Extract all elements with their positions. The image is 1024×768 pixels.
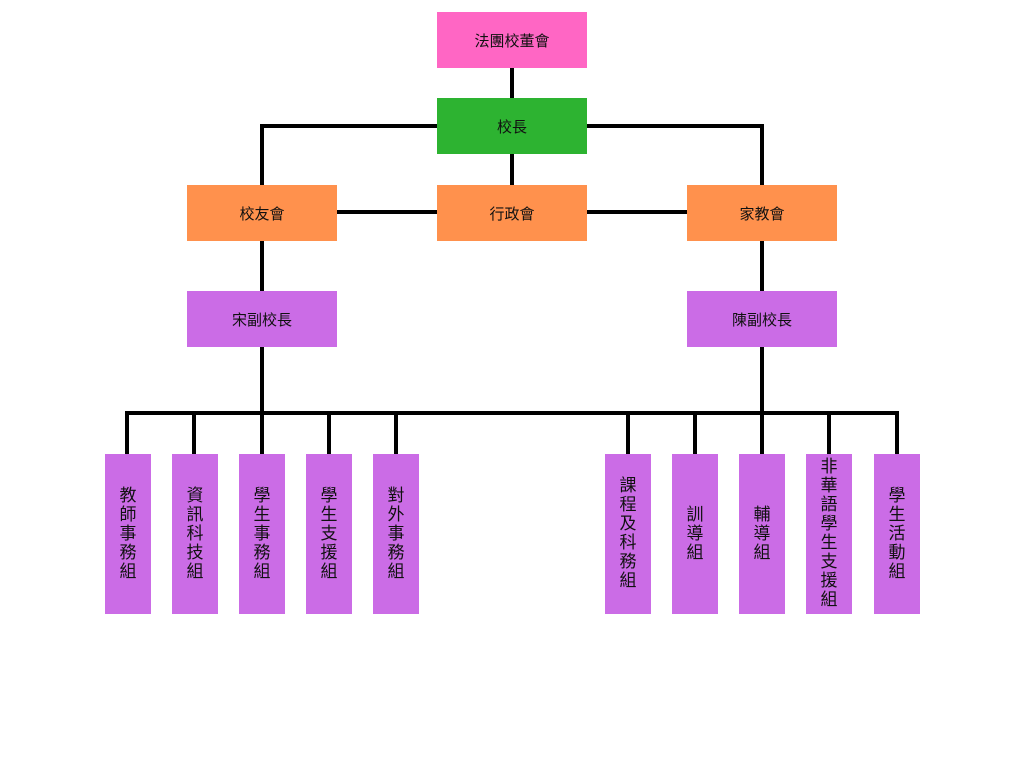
group-label-char: 組	[619, 571, 637, 591]
node-group: 學生活動組	[874, 454, 920, 614]
group-label-char: 活	[888, 523, 906, 544]
group-label-char: 務	[619, 552, 637, 572]
group-label-char: 支	[820, 552, 838, 572]
group-label-char: 援	[820, 571, 838, 591]
group-label-char: 學	[253, 485, 271, 506]
node-school-board: 法團校董會	[437, 12, 587, 68]
node-group: 資訊科技組	[172, 454, 218, 614]
group-label-char: 組	[686, 542, 704, 563]
group-label-char: 及	[619, 514, 637, 534]
node-group: 訓導組	[672, 454, 718, 614]
group-label-char: 師	[119, 504, 137, 525]
node-label: 宋副校長	[231, 310, 292, 329]
node-administrative-committee: 行政會	[437, 185, 587, 241]
group-label-char: 課	[619, 476, 637, 496]
group-label-char: 教	[119, 485, 137, 506]
group-label-char: 語	[820, 495, 838, 515]
node-vice-principal-left: 宋副校長	[187, 291, 337, 347]
group-label-char: 組	[387, 561, 405, 582]
node-parent-teacher-association: 家教會	[687, 185, 837, 241]
group-label-char: 生	[820, 533, 838, 553]
node-group: 學生支援組	[306, 454, 352, 614]
group-label-char: 對	[387, 485, 405, 506]
group-label-char: 資	[186, 485, 204, 506]
node-label: 校長	[496, 117, 527, 136]
group-label-char: 組	[320, 561, 338, 582]
node-group: 對外事務組	[373, 454, 419, 614]
group-label-char: 事	[119, 523, 137, 544]
connector-principal-alumni	[260, 124, 438, 186]
node-label: 陳副校長	[731, 310, 792, 329]
group-label-char: 導	[753, 523, 771, 544]
group-label-char: 事	[253, 523, 271, 544]
group-label-char: 事	[387, 523, 405, 544]
group-label-char: 學	[888, 485, 906, 506]
node-label: 校友會	[239, 204, 285, 223]
node-principal: 校長	[437, 98, 587, 154]
node-group: 教師事務組	[105, 454, 151, 614]
connector-principal-pta	[586, 124, 764, 186]
group-label-char: 輔	[753, 504, 771, 525]
group-label-char: 組	[253, 561, 271, 582]
group-label-char: 組	[888, 561, 906, 582]
group-label-char: 導	[686, 523, 704, 544]
group-label-char: 務	[253, 542, 271, 563]
group-label-char: 組	[119, 561, 137, 582]
node-vice-principal-right: 陳副校長	[687, 291, 837, 347]
group-label-char: 非	[820, 457, 838, 477]
node-group: 課程及科務組	[605, 454, 651, 614]
node-alumni-association: 校友會	[187, 185, 337, 241]
group-label-char: 動	[888, 542, 906, 563]
group-label-char: 程	[619, 495, 637, 515]
group-label-char: 務	[387, 542, 405, 563]
group-label-char: 技	[186, 542, 204, 563]
node-group: 輔導組	[739, 454, 785, 614]
group-label-char: 組	[753, 542, 771, 563]
group-label-char: 組	[186, 561, 204, 582]
node-label: 行政會	[489, 204, 535, 223]
group-label-char: 訊	[186, 504, 204, 525]
group-label-char: 學	[820, 514, 838, 534]
node-group: 學生事務組	[239, 454, 285, 614]
node-label: 家教會	[739, 204, 785, 223]
group-label-char: 生	[320, 504, 338, 525]
node-group: 非華語學生支援組	[806, 454, 852, 614]
group-label-char: 科	[186, 523, 204, 544]
node-label: 法團校董會	[474, 31, 550, 50]
group-label-char: 學	[320, 485, 338, 506]
group-label-char: 科	[619, 533, 637, 553]
group-label-char: 援	[320, 542, 338, 563]
group-label-char: 華	[820, 476, 838, 496]
group-label-char: 外	[387, 504, 405, 525]
group-label-char: 訓	[686, 504, 704, 525]
group-label-char: 組	[820, 590, 838, 610]
group-label-char: 支	[320, 523, 338, 544]
group-label-char: 務	[119, 542, 137, 563]
group-label-char: 生	[888, 504, 906, 525]
group-label-char: 生	[253, 504, 271, 525]
